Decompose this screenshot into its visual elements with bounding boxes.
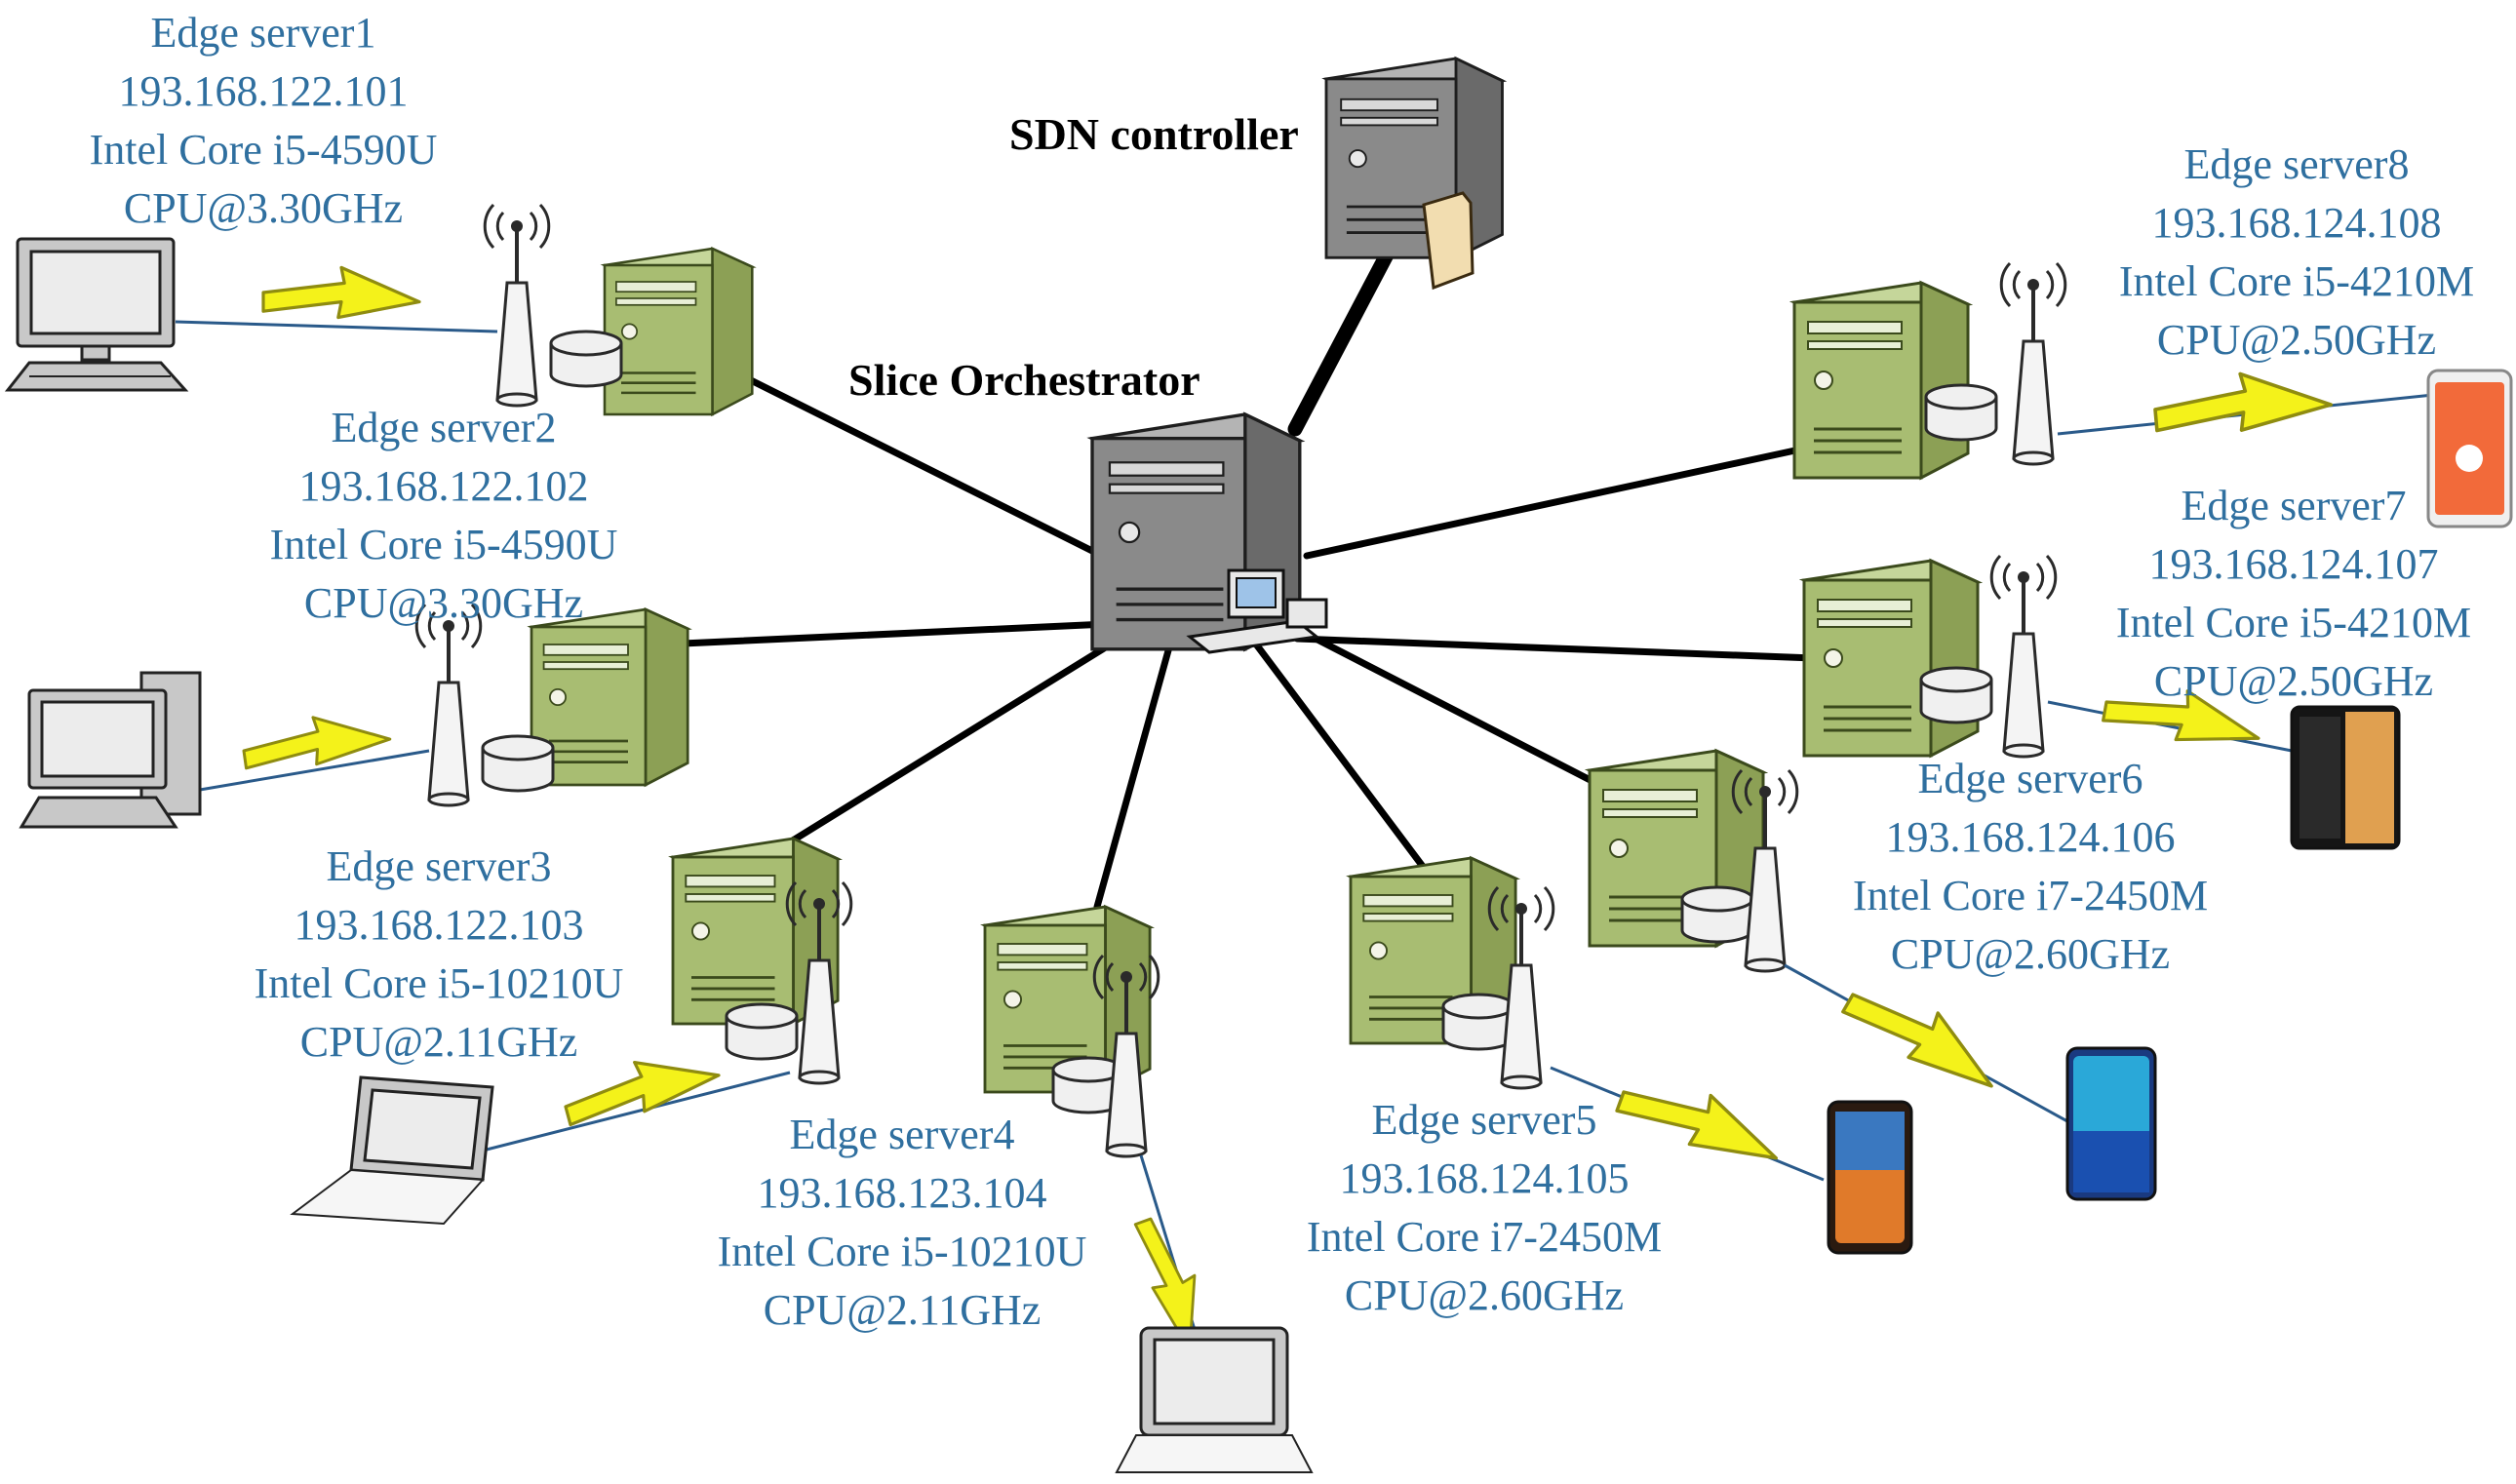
edge-server5-disk-icon bbox=[1441, 993, 1515, 1051]
svg-text:Intel Core i5-4210M: Intel Core i5-4210M bbox=[2119, 257, 2474, 305]
smartphone-icon-2[interactable] bbox=[2065, 1046, 2157, 1201]
laptop-open-icon[interactable] bbox=[1115, 1326, 1314, 1473]
edge-server8-label: Edge server8 193.168.124.108 Intel Core … bbox=[2119, 140, 2474, 364]
edge-server7-disk-icon bbox=[1919, 666, 1993, 724]
edge-server3-label: Edge server3 193.168.122.103 Intel Core … bbox=[255, 842, 624, 1066]
svg-text:CPU@3.30GHz: CPU@3.30GHz bbox=[304, 579, 583, 627]
link-edge-server2 bbox=[747, 376, 1106, 560]
edge-server4-node[interactable] bbox=[671, 837, 853, 1085]
wireless-links bbox=[175, 265, 2434, 1356]
edge-server2-antenna-icon bbox=[483, 203, 551, 408]
foldable-phone-icon[interactable] bbox=[2290, 705, 2401, 850]
edge-server7-node[interactable] bbox=[1802, 554, 2058, 759]
link-controller bbox=[1287, 236, 1400, 437]
laptop-icon[interactable] bbox=[290, 1075, 494, 1226]
svg-text:Intel Core i7-2450M: Intel Core i7-2450M bbox=[1307, 1213, 1662, 1261]
svg-text:193.168.124.107: 193.168.124.107 bbox=[2149, 540, 2439, 588]
desktop-monitor-icon[interactable] bbox=[4, 237, 189, 392]
svg-text:CPU@2.60GHz: CPU@2.60GHz bbox=[1891, 930, 2170, 978]
svg-text:CPU@3.30GHz: CPU@3.30GHz bbox=[124, 184, 403, 232]
edge-server6-label: Edge server6 193.168.124.106 Intel Core … bbox=[1853, 755, 2208, 978]
svg-text:Intel Core i7-2450M: Intel Core i7-2450M bbox=[1853, 872, 2208, 919]
smartphone-icon-1[interactable] bbox=[1827, 1100, 1913, 1255]
svg-text:CPU@2.60GHz: CPU@2.60GHz bbox=[1345, 1271, 1624, 1319]
slice-orchestrator-label: Slice Orchestrator bbox=[848, 355, 1200, 405]
svg-text:Intel Core i5-10210U: Intel Core i5-10210U bbox=[255, 959, 624, 1007]
svg-text:193.168.122.103: 193.168.122.103 bbox=[295, 901, 584, 949]
svg-text:Intel Core i5-10210U: Intel Core i5-10210U bbox=[718, 1228, 1087, 1275]
svg-text:Edge server6: Edge server6 bbox=[1918, 755, 2143, 802]
svg-text:Intel Core i5-4590U: Intel Core i5-4590U bbox=[270, 521, 618, 568]
edge-server6-disk-icon bbox=[1680, 885, 1754, 944]
wired-links bbox=[679, 236, 1818, 911]
svg-text:193.168.123.104: 193.168.123.104 bbox=[758, 1169, 1047, 1217]
svg-text:Edge server7: Edge server7 bbox=[2182, 482, 2407, 529]
edge-server7-label: Edge server7 193.168.124.107 Intel Core … bbox=[2116, 482, 2471, 705]
svg-text:CPU@2.50GHz: CPU@2.50GHz bbox=[2154, 657, 2433, 705]
svg-text:Edge server3: Edge server3 bbox=[327, 842, 552, 890]
edge-server7-icon bbox=[1802, 559, 1980, 758]
edge-server2-disk-icon bbox=[549, 330, 623, 388]
edge-server3-antenna-icon bbox=[414, 603, 483, 807]
edge-server2-label: Edge server2 193.168.122.102 Intel Core … bbox=[270, 404, 618, 627]
edge-server8-disk-icon bbox=[1924, 383, 1998, 442]
edge-server7-antenna-icon bbox=[1989, 554, 2058, 759]
svg-text:Edge server8: Edge server8 bbox=[2184, 140, 2410, 188]
svg-text:Intel Core i5-4210M: Intel Core i5-4210M bbox=[2116, 599, 2471, 646]
link-edge-server7 bbox=[1293, 635, 1818, 662]
svg-text:193.168.122.102: 193.168.122.102 bbox=[299, 462, 589, 510]
edge-server5-node[interactable] bbox=[1349, 856, 1555, 1090]
link-edge-server3 bbox=[679, 620, 1111, 647]
edge-server1-label: Edge server1 193.168.122.101 Intel Core … bbox=[90, 9, 438, 232]
link-edge-server8 bbox=[1303, 445, 1808, 560]
desktop-tower-icon[interactable] bbox=[19, 671, 202, 829]
sdn-controller-server-icon[interactable] bbox=[1324, 57, 1504, 291]
svg-text:Edge server5: Edge server5 bbox=[1372, 1096, 1597, 1144]
link-edge-server6 bbox=[1283, 620, 1613, 794]
svg-text:Edge server2: Edge server2 bbox=[332, 404, 557, 451]
edge-server2-node[interactable] bbox=[483, 203, 754, 416]
link-edge-server5 bbox=[1244, 630, 1428, 872]
edge-server8-node[interactable] bbox=[1792, 261, 2067, 480]
svg-text:193.168.122.101: 193.168.122.101 bbox=[119, 67, 409, 115]
svg-text:Edge server4: Edge server4 bbox=[790, 1111, 1015, 1158]
edge-server6-node[interactable] bbox=[1588, 749, 1799, 973]
edge-server8-icon bbox=[1792, 281, 1970, 480]
svg-text:CPU@2.50GHz: CPU@2.50GHz bbox=[2157, 316, 2436, 364]
svg-text:193.168.124.108: 193.168.124.108 bbox=[2152, 199, 2442, 247]
svg-text:Edge server1: Edge server1 bbox=[151, 9, 376, 57]
link-edge-server5a bbox=[1093, 640, 1174, 911]
edge-server3-icon bbox=[530, 607, 689, 787]
svg-text:CPU@2.11GHz: CPU@2.11GHz bbox=[764, 1286, 1042, 1334]
link-edge-server4 bbox=[776, 640, 1116, 852]
svg-text:CPU@2.11GHz: CPU@2.11GHz bbox=[300, 1018, 578, 1066]
edge-server2-icon bbox=[603, 247, 754, 416]
sdn-controller-label: SDN controller bbox=[1009, 109, 1299, 159]
slice-orchestrator-server-icon[interactable] bbox=[1090, 412, 1328, 654]
edge-server8-antenna-icon bbox=[1999, 261, 2067, 466]
edge-server4-disk-icon bbox=[725, 1002, 799, 1061]
svg-text:193.168.124.106: 193.168.124.106 bbox=[1886, 813, 2176, 861]
svg-text:Intel Core i5-4590U: Intel Core i5-4590U bbox=[90, 126, 438, 174]
edge-server3-disk-icon bbox=[481, 734, 555, 793]
edge-server4-label: Edge server4 193.168.123.104 Intel Core … bbox=[718, 1111, 1087, 1334]
smartphone-icon-3[interactable] bbox=[2426, 369, 2513, 528]
edge-server5-label: Edge server5 193.168.124.105 Intel Core … bbox=[1307, 1096, 1662, 1319]
svg-text:193.168.124.105: 193.168.124.105 bbox=[1340, 1154, 1630, 1202]
edge-server3-node[interactable] bbox=[414, 603, 689, 807]
